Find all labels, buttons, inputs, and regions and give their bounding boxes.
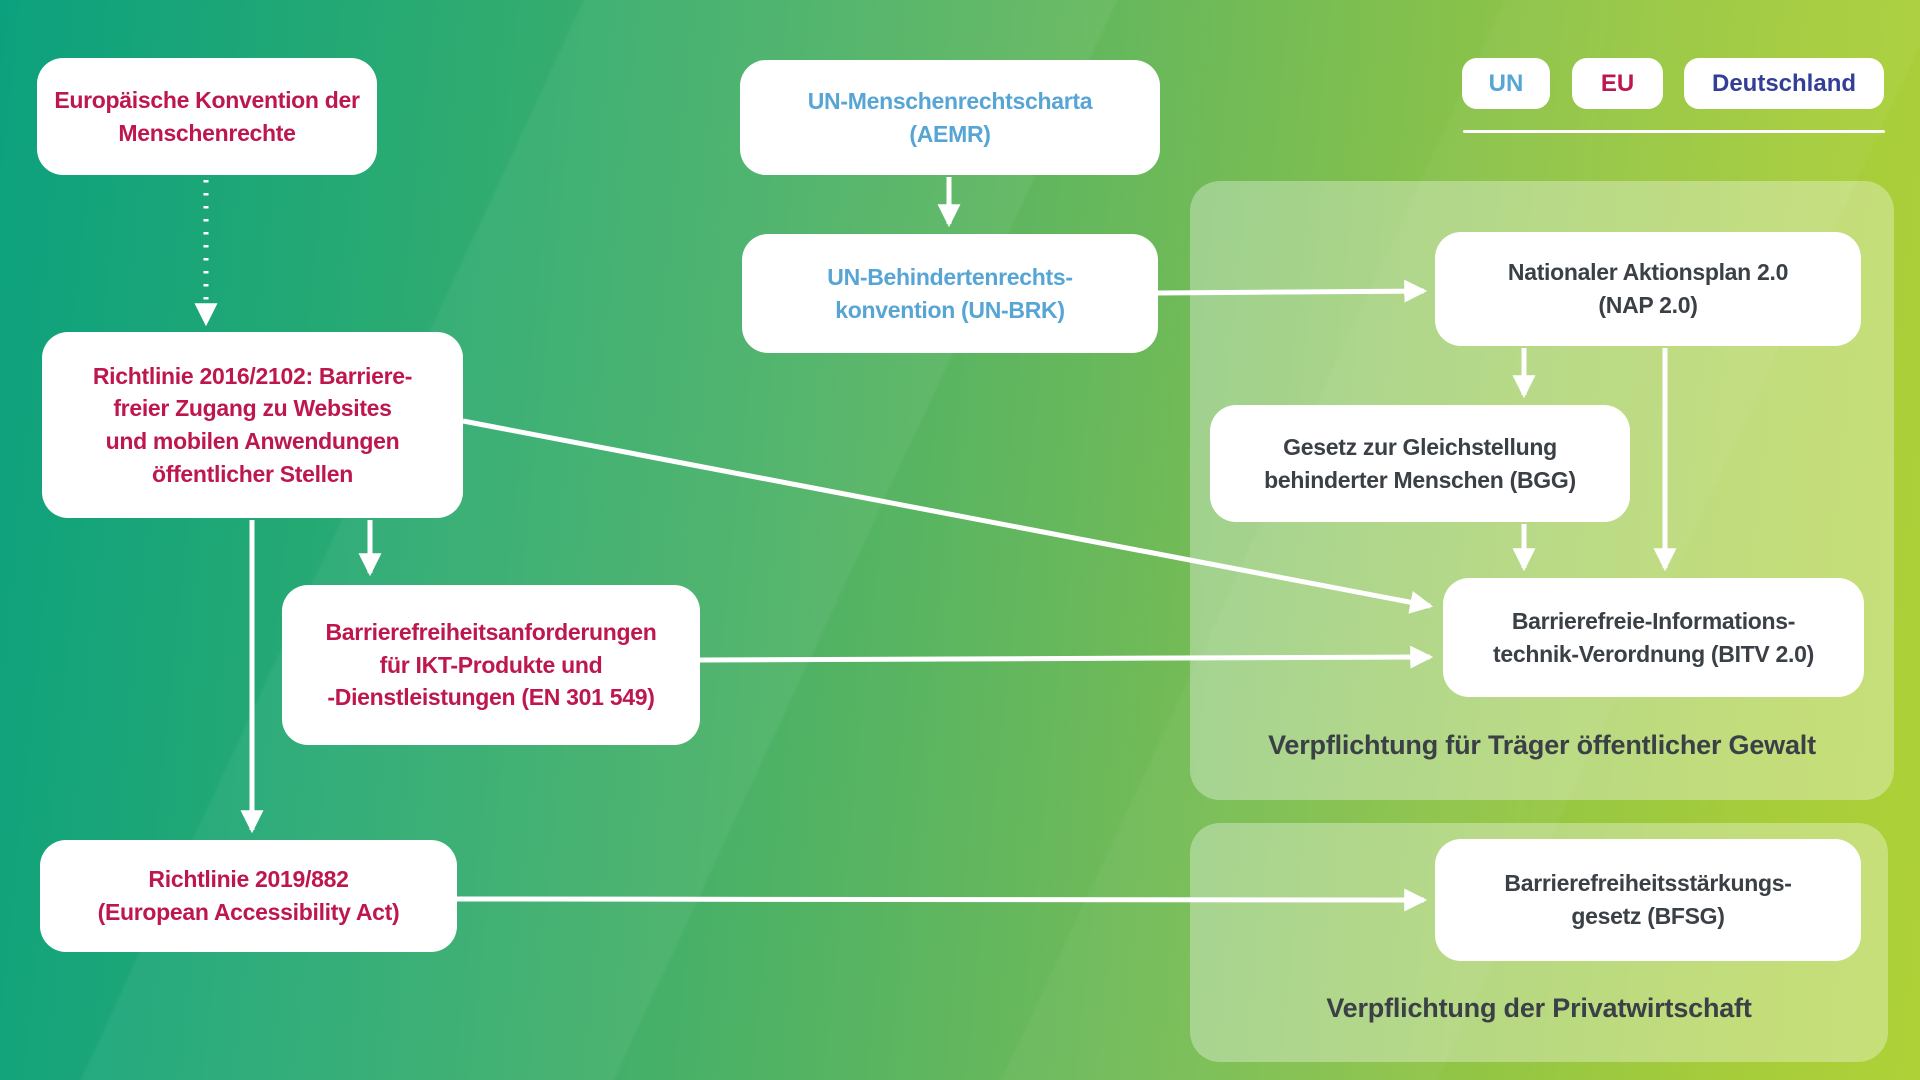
node-en-301-549: Barrierefreiheitsanforderungen für IKT-P…: [282, 585, 700, 745]
node-richtlinie-2019-882: Richtlinie 2019/882 (European Accessibil…: [40, 840, 457, 952]
arrow-rl2019-to-bfsg: [456, 888, 1428, 912]
caption-private-sector-obligation: Verpflichtung der Privatwirtschaft: [1326, 993, 1752, 1023]
legend-pill-deutschland: Deutschland: [1684, 58, 1884, 109]
node-bgg: Gesetz zur Gleichstellung behinderter Me…: [1210, 405, 1630, 522]
node-un-menschenrechtscharta-aemr: UN-Menschenrechtscharta (AEMR): [740, 60, 1160, 175]
legend-pill-eu: EU: [1572, 58, 1663, 109]
caption-public-sector-obligation: Verpflichtung für Träger öffentlicher Ge…: [1268, 730, 1816, 760]
arrow-en301549-to-bitv: [699, 645, 1434, 669]
arrow-unbrk-to-nap: [1157, 279, 1428, 303]
node-europaeische-konvention-der-menschenrechte: Europäische Konvention der Menschenrecht…: [37, 58, 377, 175]
legend-pill-un: UN: [1462, 58, 1550, 109]
node-nationaler-aktionsplan-nap: Nationaler Aktionsplan 2.0 (NAP 2.0): [1435, 232, 1861, 346]
node-bitv-2-0: Barrierefreie-Informations- technik-Vero…: [1443, 578, 1864, 697]
node-richtlinie-2016-2102: Richtlinie 2016/2102: Barriere- freier Z…: [42, 332, 463, 518]
arrow-rl2016-to-bitv: [462, 418, 1434, 614]
node-bfsg: Barrierefreiheitsstärkungs- gesetz (BFSG…: [1435, 839, 1861, 961]
legend-divider: [1463, 130, 1885, 133]
node-un-behindertenrechtskonvention-un-brk: UN-Behindertenrechts- konvention (UN-BRK…: [742, 234, 1158, 353]
